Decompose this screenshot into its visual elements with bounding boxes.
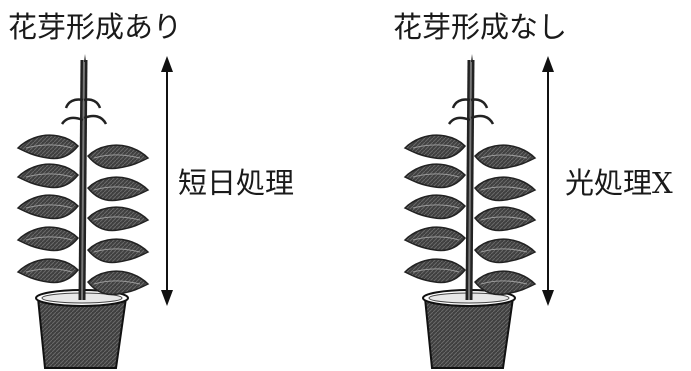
- panel-title-short-day: 花芽形成あり: [8, 10, 183, 44]
- leaves-right: [87, 144, 149, 296]
- treatment-label-light-x: 光処理X: [565, 166, 673, 200]
- panel-title-light-treatment: 花芽形成なし: [393, 10, 568, 44]
- leaves-right: [474, 144, 536, 296]
- potted-plant-icon: [17, 54, 173, 369]
- double-arrow-icon: [161, 56, 173, 306]
- potted-plant-icon: [404, 54, 554, 369]
- top-shoots: [60, 98, 108, 125]
- plant-stem: [78, 54, 88, 301]
- panel-short-day: 花芽形成あり: [0, 0, 345, 371]
- flower-pot: [35, 289, 129, 369]
- leaves-left: [17, 134, 79, 284]
- flower-pot: [422, 289, 516, 369]
- plant-stem: [465, 54, 475, 301]
- top-shoots: [447, 98, 495, 125]
- treatment-label-short-day: 短日処理: [178, 166, 295, 200]
- double-arrow-icon: [542, 56, 554, 306]
- leaves-left: [404, 134, 466, 284]
- panel-light-treatment: 花芽形成なし: [385, 0, 691, 371]
